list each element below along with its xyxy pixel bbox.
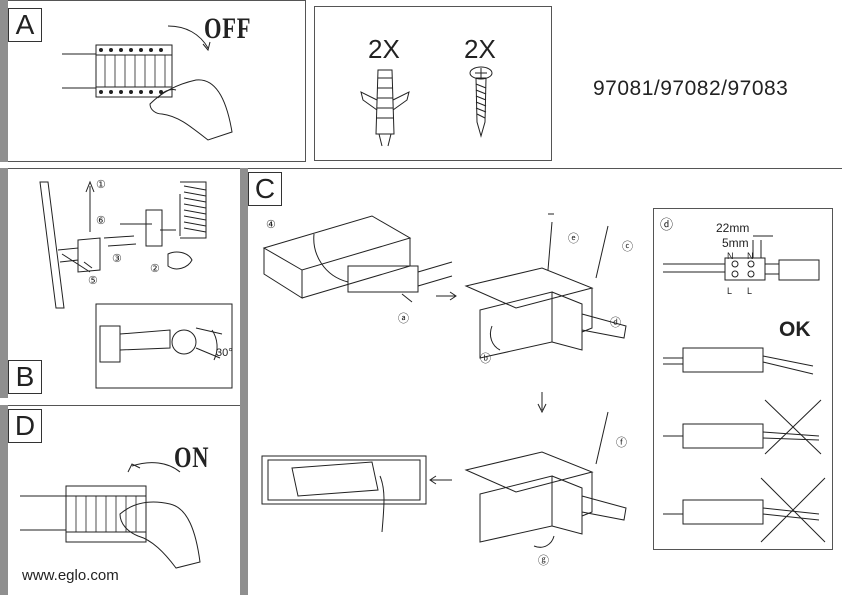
panel-b-letter: B — [8, 360, 42, 394]
angle-label: 30° — [216, 347, 233, 359]
panel-d-letter: D — [8, 409, 42, 443]
wiring-diagrams — [653, 208, 833, 550]
ok-label: OK — [779, 318, 811, 341]
step-d-small: ⓓ — [610, 316, 621, 329]
step-3: ③ — [112, 253, 122, 265]
step-5: ⑤ — [88, 275, 98, 287]
on-label: ON — [174, 441, 210, 474]
circuit-breaker-off-illustration — [0, 0, 306, 162]
step-f: ⓕ — [616, 436, 627, 449]
parts-box — [314, 6, 552, 161]
wiring-step-d: ⓓ — [660, 217, 674, 232]
connection-illustration: ④ ⓐ ⓑ ⓒ ⓓ ⓔ ⓕ ⓖ — [252, 206, 633, 567]
wire-length-5mm: 5mm — [722, 236, 749, 250]
screw-icon — [461, 64, 501, 144]
website-url[interactable]: www.eglo.com — [22, 567, 119, 584]
step-a: ⓐ — [398, 312, 409, 325]
panel-d: D ON www.eglo.com — [0, 405, 240, 595]
screw-quantity: 2X — [464, 34, 496, 64]
wiring-detail-box — [653, 208, 833, 550]
divider-bar-vertical — [240, 168, 248, 595]
step-6: ⑥ — [96, 215, 106, 227]
strip-length-22mm: 22mm — [716, 221, 750, 235]
panel-d-bar — [0, 405, 8, 595]
terminal-l-right: L — [747, 286, 753, 296]
panel-a-letter: A — [8, 8, 42, 42]
step-c: ⓒ — [622, 240, 633, 253]
step-2: ② — [150, 263, 160, 275]
terminal-l-left: L — [727, 286, 733, 296]
step-1: ① — [96, 179, 106, 191]
step-4: ④ — [266, 219, 276, 231]
wall-anchor-icon — [355, 64, 415, 154]
panel-c-letter: C — [248, 172, 282, 206]
terminal-n-right: N — [747, 251, 754, 261]
panel-b-bar — [0, 168, 8, 398]
terminal-n-left: N — [727, 251, 734, 261]
step-b: ⓑ — [480, 352, 491, 365]
mounting-illustration: ① ⑥ ③ ② ⑤ 30° — [0, 179, 233, 398]
step-e: ⓔ — [568, 232, 579, 245]
anchor-quantity: 2X — [368, 34, 400, 64]
step-g: ⓖ — [538, 554, 549, 567]
circuit-breaker-on-illustration — [0, 440, 240, 570]
off-label: OFF — [204, 12, 252, 45]
panel-b: B — [0, 168, 240, 398]
model-numbers: 97081/97082/97083 — [593, 77, 789, 100]
panel-c — [248, 168, 842, 595]
panel-a-bar — [0, 0, 8, 162]
panel-a: A OFF — [0, 0, 306, 162]
